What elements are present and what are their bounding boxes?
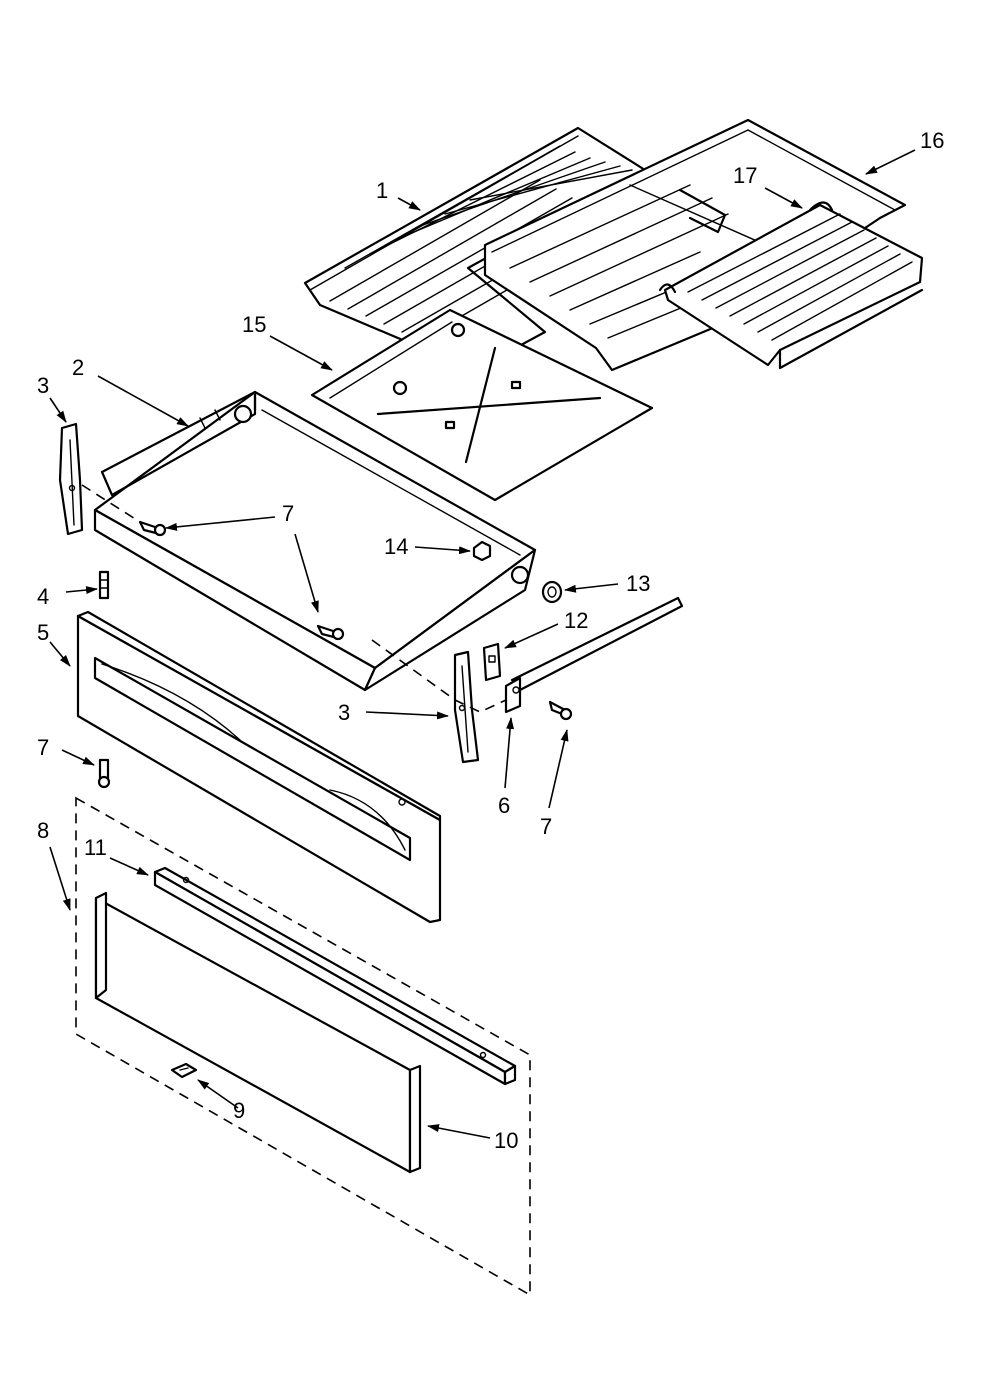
part-slide-left xyxy=(58,422,84,536)
part-kit-outline xyxy=(75,796,531,1297)
callout-9: 9 xyxy=(233,1098,245,1123)
callout-labels: 1 2 3 3 4 5 6 7 7 7 8 9 10 11 12 13 14 1… xyxy=(37,128,944,1153)
part-side-rail xyxy=(504,596,684,714)
callout-11: 11 xyxy=(84,835,107,860)
callout-14: 14 xyxy=(384,534,408,559)
part-screw-4 xyxy=(548,700,573,721)
part-screw-3 xyxy=(97,758,111,789)
part-trim-strip xyxy=(153,866,517,1086)
part-clip xyxy=(170,1062,198,1079)
part-bracket xyxy=(482,642,502,682)
callout-13: 13 xyxy=(626,571,650,596)
callout-7-right: 7 xyxy=(540,814,552,839)
callout-17: 17 xyxy=(733,163,757,188)
part-drawer-body xyxy=(93,390,537,692)
callout-10: 10 xyxy=(494,1128,518,1153)
part-slide-right xyxy=(453,650,480,764)
leader-lines xyxy=(49,149,916,1139)
part-drawer-liner-plate xyxy=(310,308,654,502)
callout-4: 4 xyxy=(37,584,49,609)
part-panel xyxy=(94,891,422,1174)
callout-7-left: 7 xyxy=(37,735,49,760)
callout-5: 5 xyxy=(37,620,49,645)
callout-2: 2 xyxy=(72,355,84,380)
callout-12: 12 xyxy=(564,608,588,633)
callout-16: 16 xyxy=(920,128,944,153)
callout-8: 8 xyxy=(37,818,49,843)
part-screw-1 xyxy=(138,520,167,537)
callout-3-left: 3 xyxy=(37,373,49,398)
part-roller xyxy=(541,580,563,604)
part-sliding-rack xyxy=(658,201,924,370)
callout-7-top: 7 xyxy=(282,501,294,526)
part-oven-rack-left xyxy=(303,126,647,380)
part-stud xyxy=(98,570,110,600)
callout-1: 1 xyxy=(376,178,388,203)
callout-6: 6 xyxy=(498,793,510,818)
part-nut xyxy=(472,540,492,562)
part-screw-2 xyxy=(316,624,345,641)
callout-15: 15 xyxy=(242,312,266,337)
callout-3-right: 3 xyxy=(338,700,350,725)
part-drawer-front xyxy=(76,610,442,924)
